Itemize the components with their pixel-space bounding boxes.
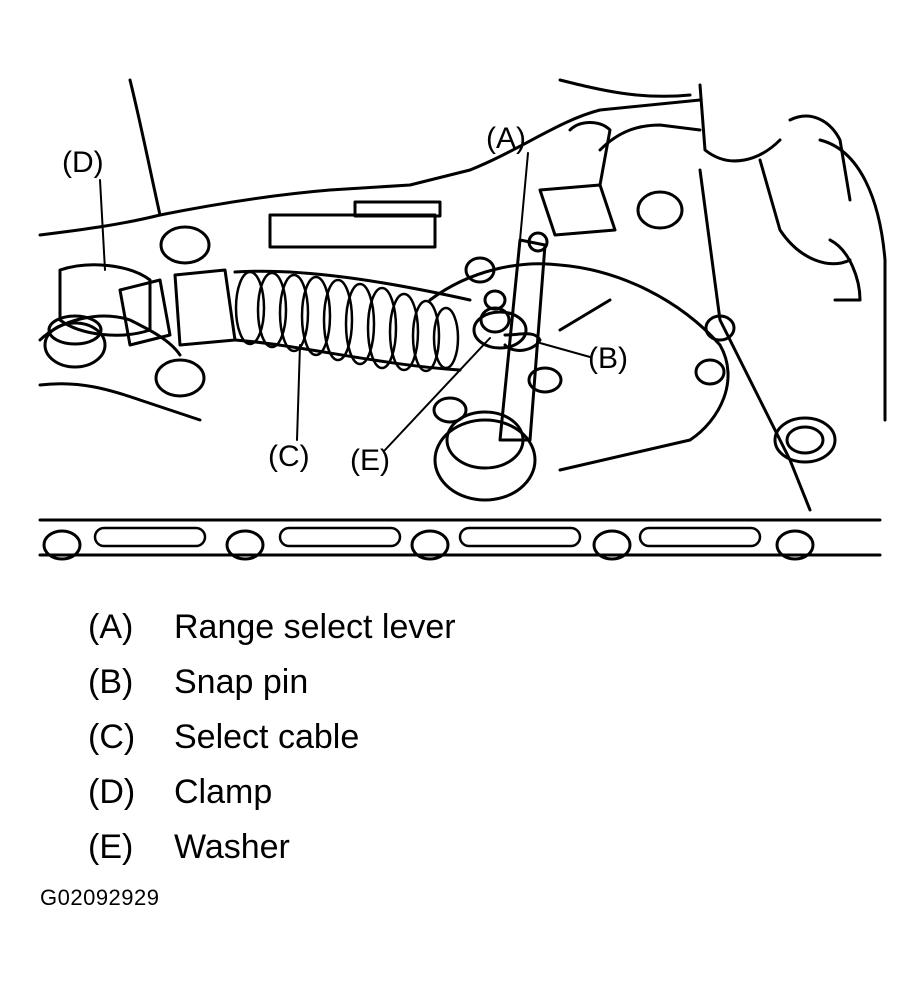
legend-key: (C) — [88, 718, 136, 756]
transmission-linework: (A) (D) (B) (C) (E) — [38, 78, 887, 561]
legend-text: Select cable — [174, 718, 360, 756]
legend-key: (A) — [88, 608, 134, 646]
legend-item-clamp: (D) Clamp — [88, 765, 456, 820]
figure-id: G02092929 — [40, 885, 160, 910]
legend-item-snap-pin: (B) Snap pin — [88, 655, 456, 710]
legend-item-range-select-lever: (A) Range select lever — [88, 600, 456, 655]
callout-d: (D) — [62, 146, 104, 179]
callout-e: (E) — [350, 444, 390, 477]
legend-key: (B) — [88, 663, 134, 701]
legend-text: Washer — [174, 828, 290, 866]
legend-text: Range select lever — [174, 608, 456, 646]
legend-text: Snap pin — [174, 663, 309, 701]
callout-b: (B) — [588, 342, 628, 375]
legend-key: (E) — [88, 828, 134, 866]
legend-key: (D) — [88, 773, 136, 811]
legend-item-select-cable: (C) Select cable — [88, 710, 456, 765]
callout-c: (C) — [268, 440, 310, 473]
legend-text: Clamp — [174, 773, 273, 811]
callout-a: (A) — [486, 122, 526, 155]
parts-legend: (A) Range select lever (B) Snap pin (C) … — [88, 600, 456, 875]
legend-item-washer: (E) Washer — [88, 820, 456, 875]
